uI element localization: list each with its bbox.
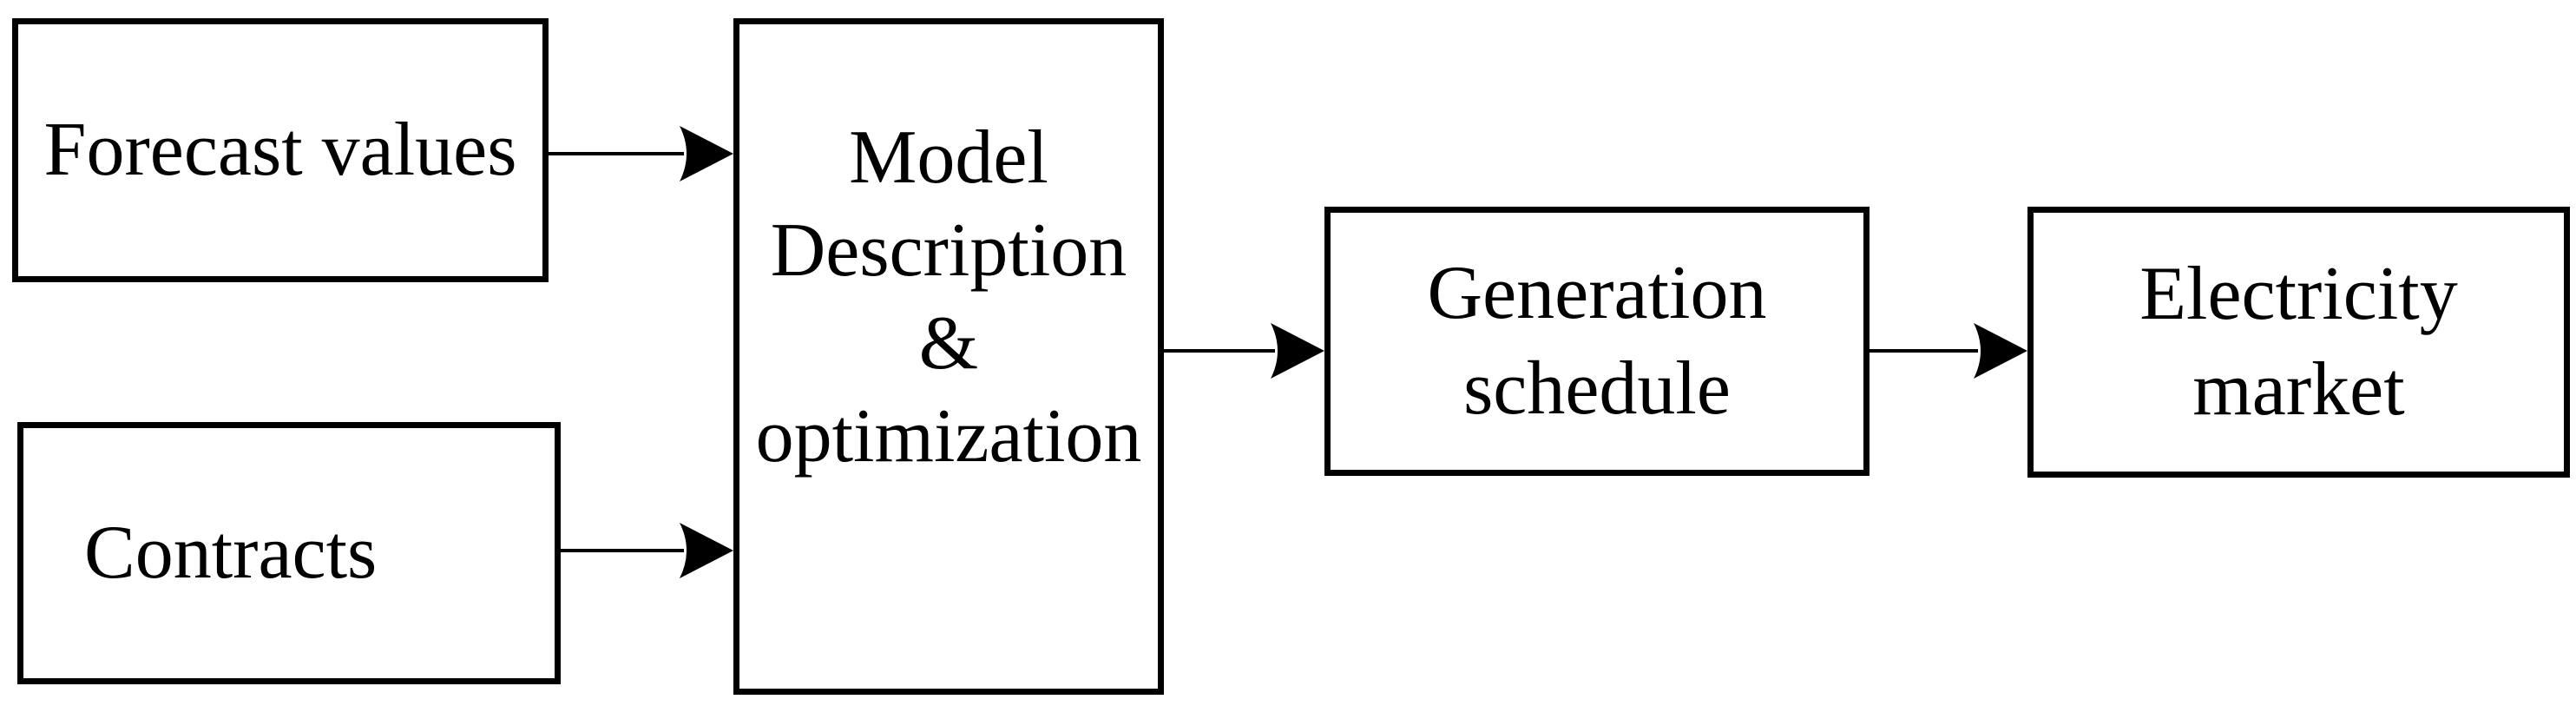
forecast-values-label: Forecast values [43,108,517,193]
arrowhead-icon [1974,323,2027,379]
arrow-generation-to-electricity [1870,323,2027,379]
generation-schedule-label: Generation schedule [1427,251,1767,431]
electricity-market-box: Electricity market [2027,207,2570,478]
forecast-values-box: Forecast values [12,18,549,282]
arrowhead-icon [680,523,733,578]
electricity-market-label: Electricity market [2139,252,2458,432]
arrow-model-to-generation [1164,323,1324,379]
arrowhead-icon [680,126,733,181]
model-description-optimization-label: Model Description & optimization [755,115,1142,478]
model-description-optimization-box: Model Description & optimization [733,18,1164,695]
arrow-contracts-to-model [561,523,733,578]
arrowhead-icon [1271,323,1324,379]
contracts-box: Contracts [17,422,561,684]
generation-schedule-box: Generation schedule [1324,207,1870,476]
contracts-label: Contracts [84,511,378,596]
arrow-forecast-to-model [549,126,733,181]
